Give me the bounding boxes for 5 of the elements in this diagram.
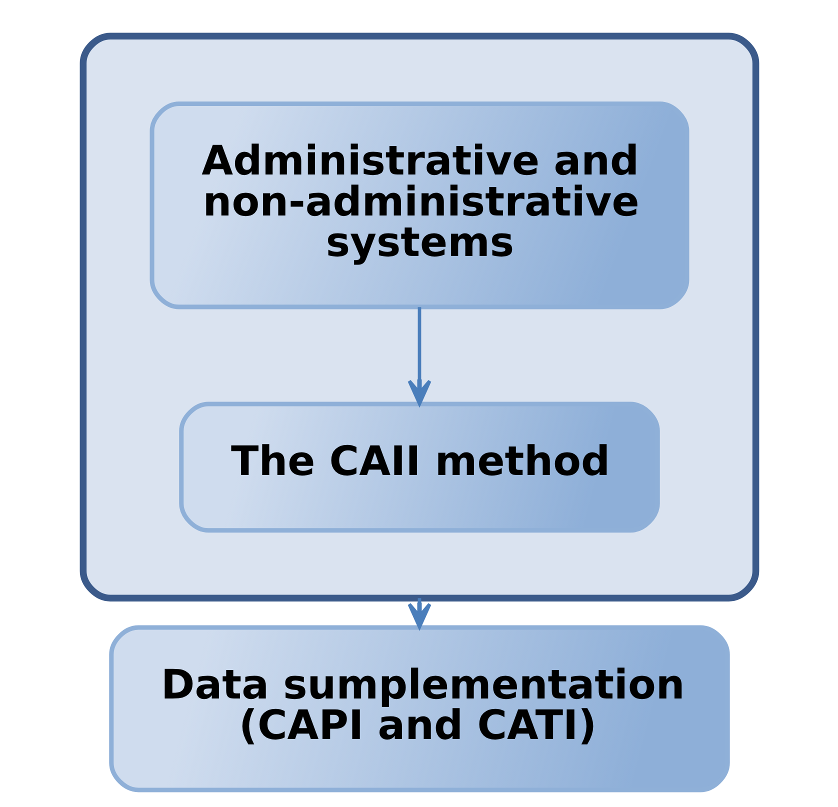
arrow <box>407 306 431 405</box>
node-box: Data sumplementation (CAPI and CATI) <box>108 624 730 792</box>
node-box: Administrative and non-administrative systems <box>149 101 689 309</box>
node-box: The CAII method <box>178 401 660 532</box>
cluster <box>79 32 759 601</box>
